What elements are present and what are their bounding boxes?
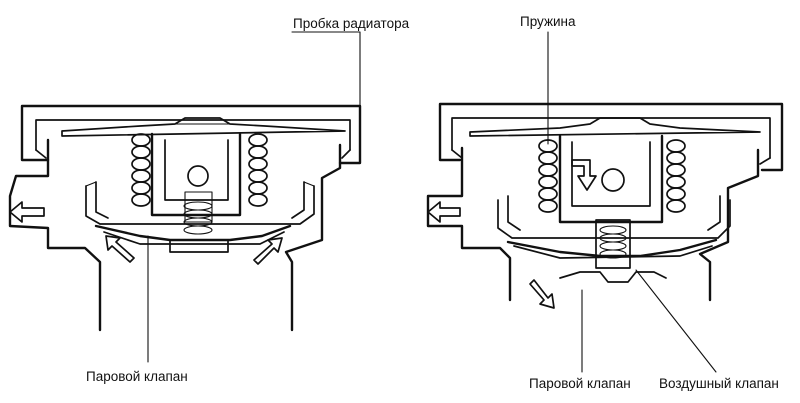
leader-radiator-cap (291, 31, 361, 107)
left-inflow-arrow-1 (105, 235, 135, 263)
left-cap-drawing (8, 104, 362, 332)
left-spring-coils (131, 133, 268, 207)
right-air-valve-plate (559, 271, 667, 283)
right-top-plate (469, 117, 761, 137)
right-cap-drawing (426, 102, 784, 309)
right-inflow-arrow (529, 279, 555, 309)
label-radiator-cap: Пробка радиатора (293, 16, 410, 31)
label-air-valve: Воздушный клапан (659, 376, 779, 391)
right-cap-shell (438, 102, 784, 172)
right-air-arrow (571, 159, 597, 191)
right-air-hole (601, 168, 625, 192)
label-steam-valve-left: Паровой клапан (86, 369, 188, 384)
label-spring: Пружина (520, 14, 576, 29)
left-steam-valve-seal (94, 224, 292, 242)
left-outflow-arrow (9, 201, 45, 223)
left-ball (187, 165, 209, 187)
left-top-plate (61, 117, 346, 137)
left-inflow-arrow-2 (253, 237, 283, 265)
leader-lines (147, 31, 717, 373)
label-steam-valve-right: Паровой клапан (529, 376, 631, 391)
right-steam-valve-seal (506, 238, 718, 258)
left-stem (150, 132, 242, 217)
right-outflow-arrow (427, 201, 461, 223)
left-cap-shell (20, 104, 362, 165)
leader-air-valve (635, 269, 717, 373)
right-filler-neck (426, 146, 512, 302)
right-stem (558, 134, 664, 224)
left-filler-neck (8, 138, 102, 332)
